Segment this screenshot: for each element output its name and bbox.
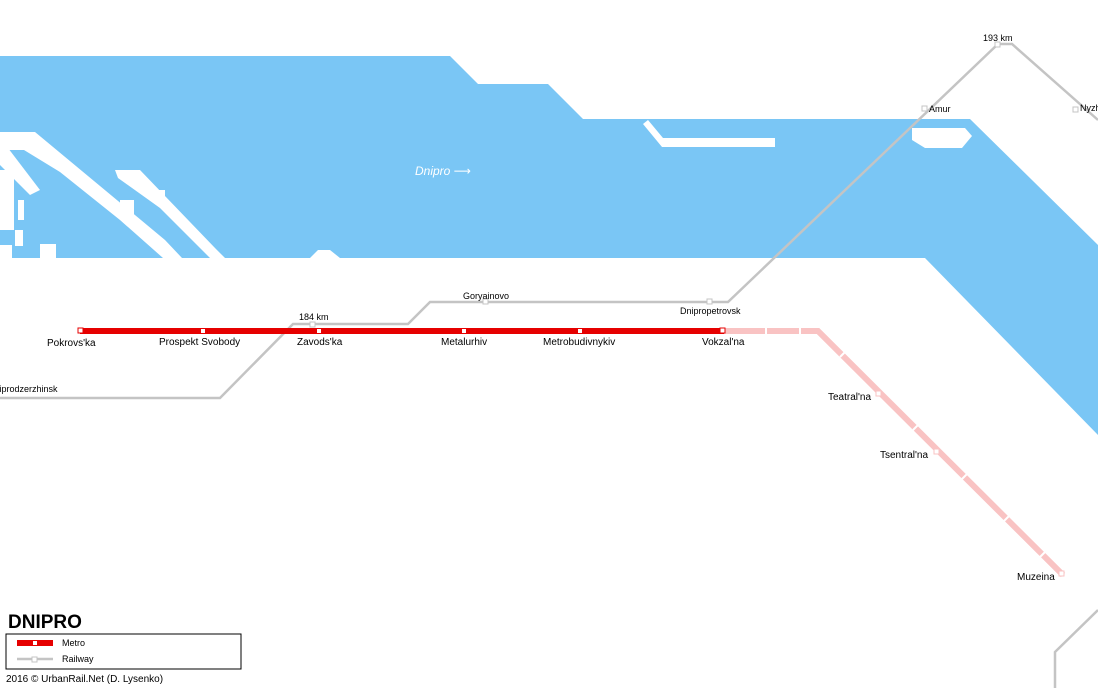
- railway-stop-dnipropetrovsk: [706, 298, 713, 305]
- railway-station-markers: [309, 41, 1079, 328]
- legend-railway-label: Railway: [62, 654, 94, 664]
- metro-stations: [77, 327, 726, 334]
- label-amur: Amur: [929, 104, 951, 114]
- land-bit-3: [15, 230, 23, 246]
- legend-metro-marker: [33, 641, 37, 645]
- land-bit-7: [155, 190, 165, 202]
- metro-planned-stations: [875, 390, 1065, 577]
- station-marker-zavodska: [317, 329, 321, 333]
- legend-railway-marker: [31, 656, 38, 663]
- legend-metro-label: Metro: [62, 638, 85, 648]
- metro-planned-line: [724, 328, 1066, 578]
- station-marker-vokzalna: [719, 327, 726, 334]
- railway-line-southeast: [1053, 609, 1098, 688]
- label-muzeina: Muzeina: [1017, 572, 1055, 583]
- railway-stop-nyzhnodniprovsk: [1072, 106, 1079, 113]
- label-goryainovo: Goryainovo: [463, 291, 509, 301]
- railway-station-labels: Dniprodzerzhinsk 184 km Goryainovo Dnipr…: [0, 33, 1098, 394]
- label-dnipropetrovsk: Dnipropetrovsk: [680, 306, 741, 316]
- station-marker-tsentralna: [933, 448, 940, 455]
- railway-line-main: [0, 42, 1098, 400]
- legend: Metro Railway: [5, 633, 242, 670]
- land-bit-1: [0, 170, 14, 230]
- planned-gap-6: [1003, 513, 1012, 522]
- land-spit-2: [115, 170, 225, 258]
- planned-gap-4: [912, 422, 921, 431]
- planned-gap-5: [961, 471, 970, 480]
- metro-planned-track: [724, 328, 1066, 578]
- land-bump: [310, 250, 340, 258]
- label-184km: 184 km: [299, 312, 329, 322]
- land-bit-4: [0, 245, 12, 258]
- railway-stop-goryainovo: [482, 298, 489, 305]
- land-spit-3: [0, 148, 40, 195]
- land-bit-2: [18, 200, 24, 220]
- land-bit-6: [120, 200, 134, 220]
- label-teatralna: Teatral'na: [828, 392, 871, 403]
- copyright: 2016 © UrbanRail.Net (D. Lysenko): [6, 674, 163, 685]
- railway-stop-184km: [309, 321, 316, 328]
- station-marker-metrobudivnykiv: [578, 329, 582, 333]
- island-right: [912, 128, 972, 148]
- railway-network: [0, 42, 1098, 688]
- label-tsentralna: Tsentral'na: [880, 450, 928, 461]
- legend-box: [5, 633, 242, 670]
- label-metrobudivnykiv: Metrobudivnykiv: [543, 337, 615, 348]
- label-vokzalna: Vokzal'na: [702, 337, 745, 348]
- station-marker-pokrovska: [77, 327, 84, 334]
- island-strip: [643, 120, 775, 147]
- label-nyzhnodniprovsk: Nyzhnodniprovsk: [1080, 103, 1098, 113]
- river-label: Dnipro ⟶: [415, 164, 471, 178]
- label-zavodska: Zavods'ka: [297, 337, 343, 348]
- map-title: DNIPRO: [8, 612, 82, 633]
- station-marker-muzeina: [1058, 570, 1065, 577]
- label-pokrovska: Pokrovs'ka: [47, 338, 96, 349]
- station-marker-metalurhiv: [462, 329, 466, 333]
- river-water: [0, 56, 1098, 435]
- label-193km: 193 km: [983, 33, 1013, 43]
- land-spit-left: [0, 132, 182, 258]
- planned-gap-7: [1039, 549, 1048, 558]
- planned-gap-3: [839, 349, 848, 358]
- label-metalurhiv: Metalurhiv: [441, 337, 487, 348]
- station-marker-teatralna: [875, 390, 882, 397]
- land-bit-5: [40, 244, 56, 258]
- railway-stop-amur: [921, 105, 928, 112]
- railway-stop-193km: [994, 41, 1001, 48]
- label-dniprodzerzhinsk: Dniprodzerzhinsk: [0, 384, 58, 394]
- metro-planned-labels: Teatral'na Tsentral'na Muzeina: [828, 392, 1055, 583]
- metro-planned-gaps: [765, 327, 1048, 558]
- metro-station-labels: Pokrovs'ka Prospekt Svobody Zavods'ka Me…: [47, 337, 745, 349]
- label-prospekt-svobody: Prospekt Svobody: [159, 337, 240, 348]
- station-marker-prospekt-svobody: [201, 329, 205, 333]
- river: Dnipro ⟶: [0, 56, 1098, 435]
